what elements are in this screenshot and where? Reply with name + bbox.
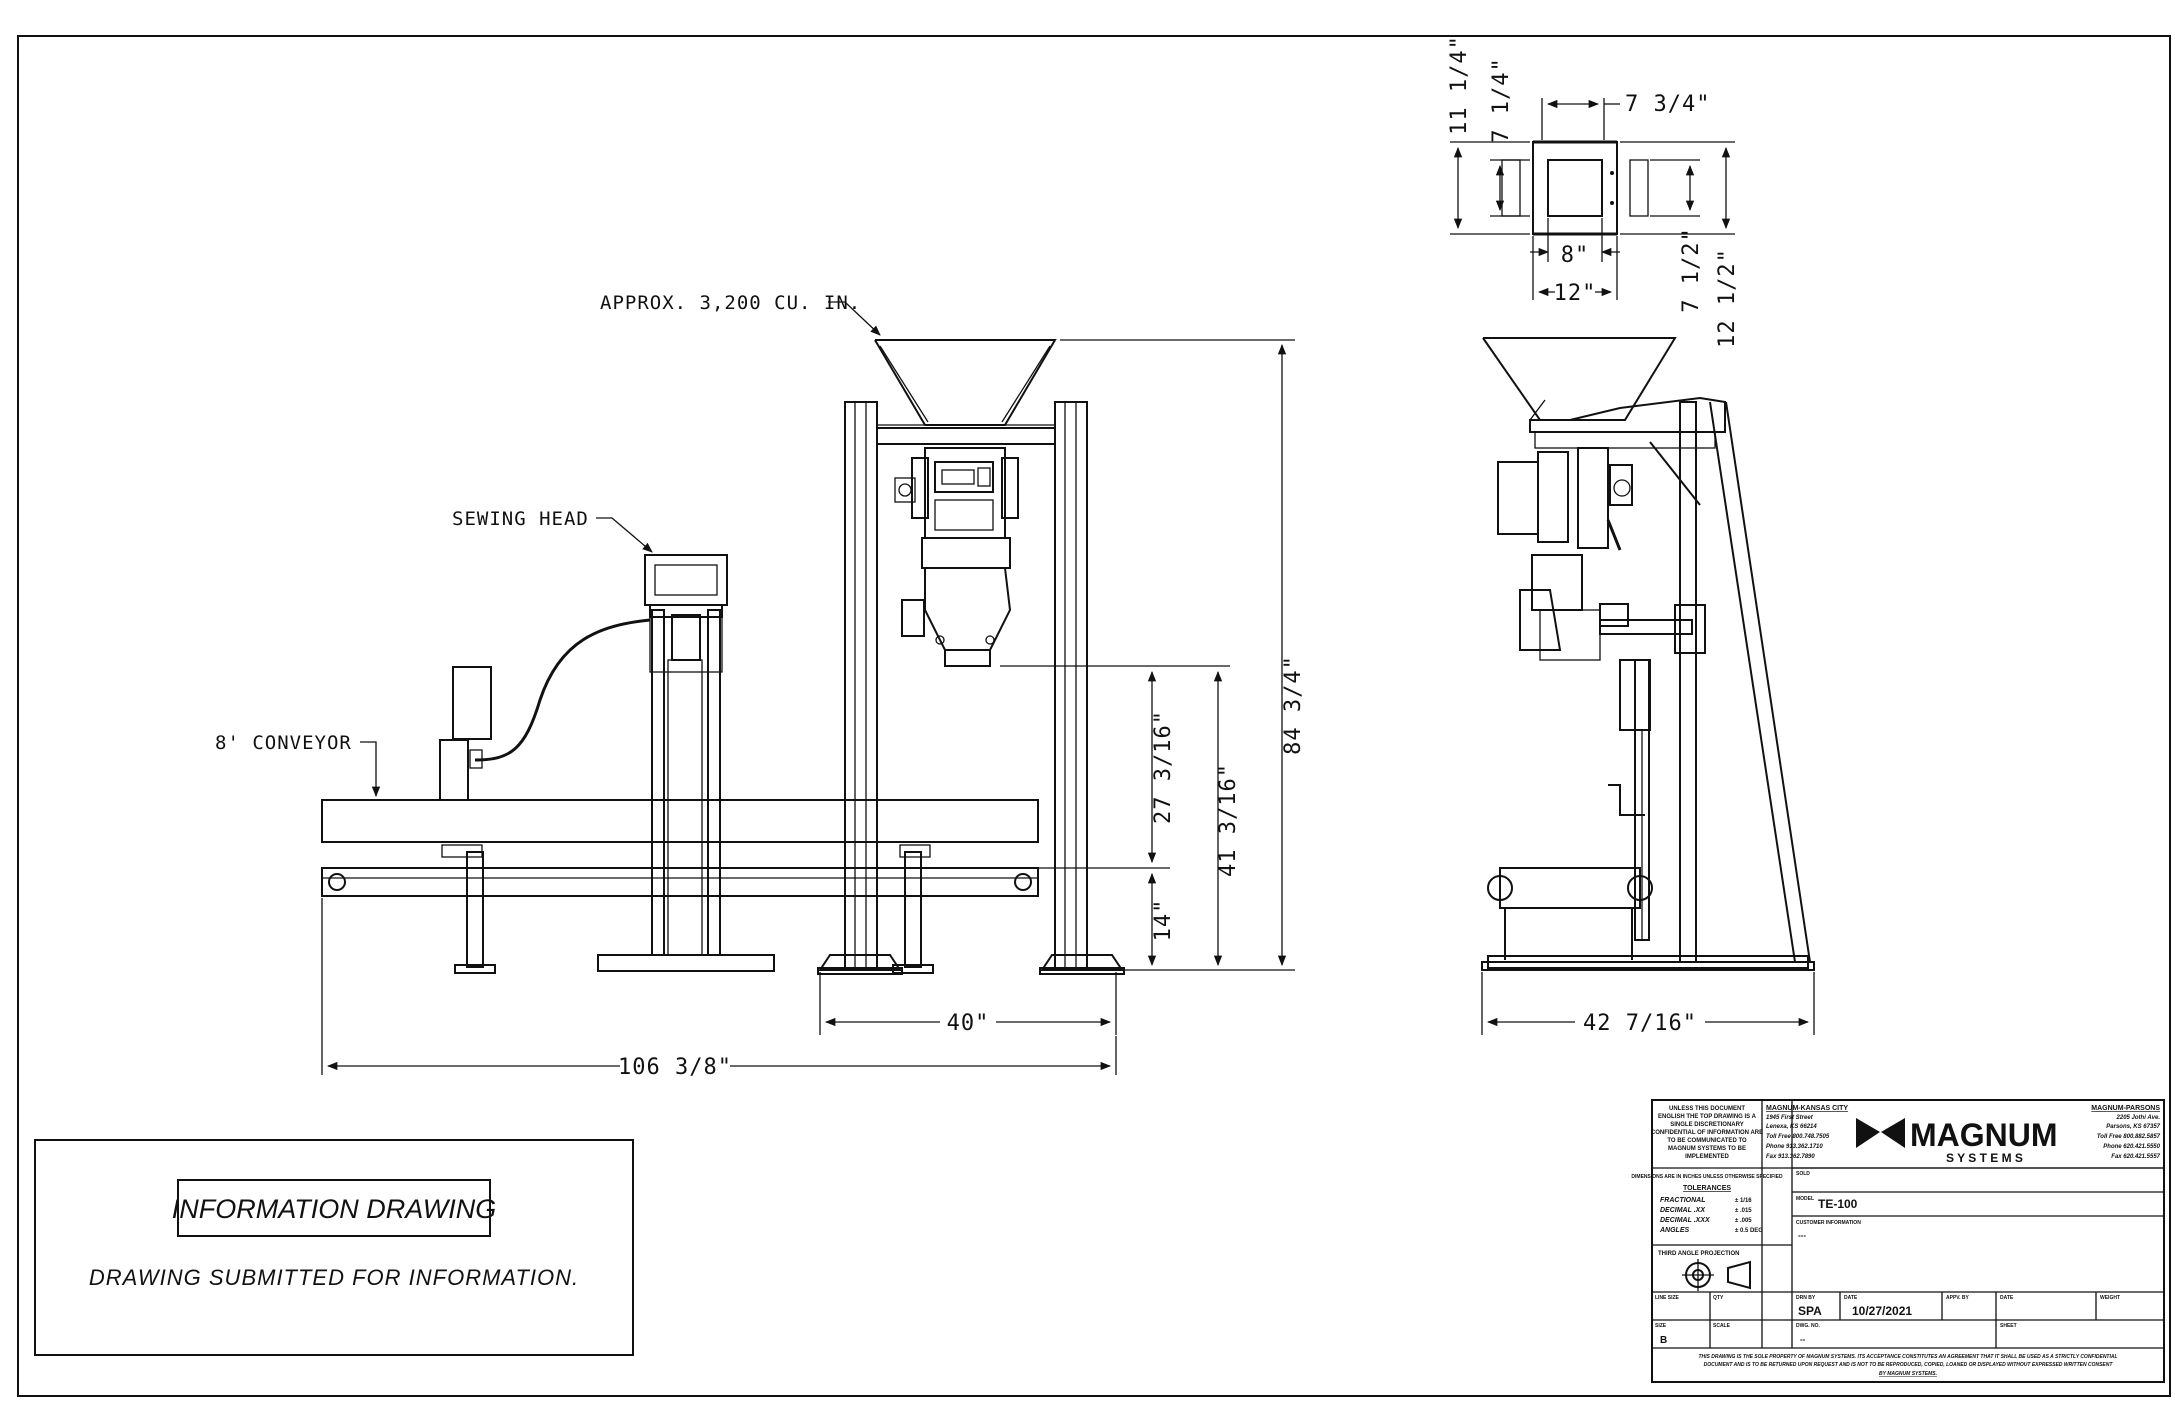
dim-top-depth-outer: 12 1/2" <box>1715 248 1740 348</box>
tb-office-right-4: Fax 620.421.5557 <box>2111 1154 2160 1160</box>
tb-size-label: SIZE <box>1655 1323 1667 1329</box>
dim-overall-length: 106 3/8" <box>618 1055 732 1080</box>
tb-notice-3: CONFIDENTIAL OF INFORMATION ARE <box>1651 1130 1763 1136</box>
tb-model-value: TE-100 <box>1818 1197 1858 1211</box>
info-subtitle: DRAWING SUBMITTED FOR INFORMATION. <box>89 1265 579 1290</box>
tb-office-left-1: Lenexa, KS 66214 <box>1766 1124 1817 1130</box>
tb-office-right-2: Toll Free 800.882.5857 <box>2097 1134 2161 1140</box>
title-block: UNLESS THIS DOCUMENT ENGLISH THE TOP DRA… <box>1631 1099 2165 1383</box>
tb-size-value: B <box>1660 1335 1667 1346</box>
tb-notice-5: MAGNUM SYSTEMS TO BE <box>1668 1146 1746 1152</box>
tb-dwg-no-label: DWG. NO. <box>1796 1323 1820 1329</box>
sheet-border <box>17 35 2171 1397</box>
tb-office-right-0: 2205 Jothi Ave. <box>2116 1115 2161 1121</box>
tb-dwg-no-value: -- <box>1800 1335 1806 1344</box>
tb-office-left-name: MAGNUM-KANSAS CITY <box>1766 1105 1848 1112</box>
tb-notice-6: IMPLEMENTED <box>1685 1154 1729 1160</box>
control-box <box>439 666 492 801</box>
dim-conveyor-height: 14" <box>1151 899 1176 942</box>
tb-tol-name-1: DECIMAL .XX <box>1660 1207 1706 1214</box>
tb-office-left-2: Toll Free 800.748.7505 <box>1766 1134 1830 1140</box>
tb-tol-name-0: FRACTIONAL <box>1660 1197 1706 1204</box>
tb-logo-text: MAGNUM <box>1910 1117 2058 1153</box>
tb-tol-value-0: ± 1/16 <box>1735 1198 1752 1204</box>
tb-date2-label: DATE <box>2000 1295 2014 1301</box>
filler-frame <box>817 401 1125 975</box>
tb-office-left-0: 1945 First Street <box>1766 1115 1814 1121</box>
third-angle-projection-icon <box>1682 1259 1751 1291</box>
dim-top-outer-height: 11 1/4" <box>1447 35 1472 135</box>
tb-tol-value-1: ± .015 <box>1735 1208 1752 1214</box>
tb-qty-label: QTY <box>1713 1295 1724 1301</box>
tb-line-size-label: LINE SIZE <box>1655 1295 1680 1301</box>
dim-top-inner-height: 7 1/4" <box>1489 57 1514 142</box>
tb-tol-value-3: ± 0.5 DEG <box>1735 1228 1763 1234</box>
tb-customer-label: CUSTOMER INFORMATION <box>1796 1220 1861 1226</box>
callout-sewing-head: SEWING HEAD <box>452 508 589 530</box>
tb-tol-value-2: ± .005 <box>1735 1218 1752 1224</box>
sewing-head-stand <box>474 554 775 972</box>
dim-top-inner-width: 7 3/4" <box>1625 92 1710 117</box>
tb-tolerance-title: TOLERANCES <box>1683 1185 1731 1192</box>
bag-conveyor <box>321 799 1039 974</box>
tb-notice-2: SINGLE DISCRETIONARY <box>1670 1122 1743 1128</box>
hopper-funnel <box>874 339 1057 426</box>
tb-date-label: DATE <box>1844 1295 1858 1301</box>
tb-scale-label: SCALE <box>1713 1323 1731 1329</box>
tb-drawn-by-label: DRN BY <box>1796 1295 1816 1301</box>
info-title: INFORMATION DRAWING <box>172 1194 497 1224</box>
dim-spout-height: 41 3/16" <box>1216 763 1241 877</box>
dim-clearance: 27 3/16" <box>1151 710 1176 824</box>
side-view: 42 7/16" <box>1481 337 1815 1036</box>
callout-conveyor: 8' CONVEYOR <box>215 732 352 754</box>
tb-appv-label: APPV. BY <box>1946 1295 1970 1301</box>
dim-top-depth-inner: 7 1/2" <box>1679 227 1704 312</box>
dim-top-opening: 8" <box>1561 243 1590 268</box>
tb-tolerance-header: DIMENSIONS ARE IN INCHES UNLESS OTHERWIS… <box>1631 1174 1783 1180</box>
tb-notice-1: ENGLISH THE TOP DRAWING IS A <box>1658 1114 1757 1120</box>
dim-overall-height: 84 3/4" <box>1281 655 1306 755</box>
front-view: 84 3/4" 41 3/16" 27 3/16" 14" 40" 106 3/… <box>215 292 1306 1080</box>
tb-footer-2: BY MAGNUM SYSTEMS. <box>1879 1371 1937 1377</box>
dim-top-overall-width: 12" <box>1554 281 1597 306</box>
tb-office-left-3: Phone 913.362.1710 <box>1766 1144 1823 1150</box>
top-view: 7 3/4" 11 1/4" 7 1/4" 8" 12" 7 1/2" 12 1… <box>1447 35 1740 348</box>
tb-tol-name-2: DECIMAL .XXX <box>1660 1217 1711 1224</box>
tb-office-right-name: MAGNUM-PARSONS <box>2091 1105 2160 1112</box>
tb-footer-1: DOCUMENT AND IS TO BE RETURNED UPON REQU… <box>1704 1362 2114 1368</box>
scale-controller <box>894 447 1019 667</box>
information-box: INFORMATION DRAWING DRAWING SUBMITTED FO… <box>34 1139 634 1356</box>
dim-frame-width: 40" <box>947 1011 990 1036</box>
tb-tol-name-3: ANGLES <box>1659 1227 1690 1234</box>
tb-office-right-3: Phone 620.421.5550 <box>2103 1144 2160 1150</box>
tb-notice-4: TO BE COMMUNICATED TO <box>1667 1138 1747 1144</box>
tb-office-right-1: Parsons, KS 67357 <box>2106 1124 2160 1130</box>
tb-date-value: 10/27/2021 <box>1852 1304 1912 1318</box>
tb-footer-0: THIS DRAWING IS THE SOLE PROPERTY OF MAG… <box>1698 1354 2117 1360</box>
magnum-logo: MAGNUM S Y S T E M S <box>1856 1117 2058 1165</box>
tb-office-left-4: Fax 913.362.7890 <box>1766 1154 1815 1160</box>
tb-projection-label: THIRD ANGLE PROJECTION <box>1658 1251 1739 1257</box>
tb-sheet-label: SHEET <box>2000 1323 2017 1329</box>
dim-side-depth: 42 7/16" <box>1583 1011 1697 1036</box>
tb-customer-value: --- <box>1798 1231 1806 1240</box>
tb-drawn-by-value: SPA <box>1798 1304 1822 1318</box>
tb-notice-0: UNLESS THIS DOCUMENT <box>1669 1106 1745 1112</box>
tb-logo-sub: S Y S T E M S <box>1946 1151 2023 1165</box>
callout-hopper: APPROX. 3,200 CU. IN. <box>600 292 861 314</box>
tb-sold-label: SOLD <box>1796 1171 1810 1177</box>
tb-model-label: MODEL <box>1796 1196 1814 1202</box>
tb-weight-label: WEIGHT <box>2100 1295 2120 1301</box>
